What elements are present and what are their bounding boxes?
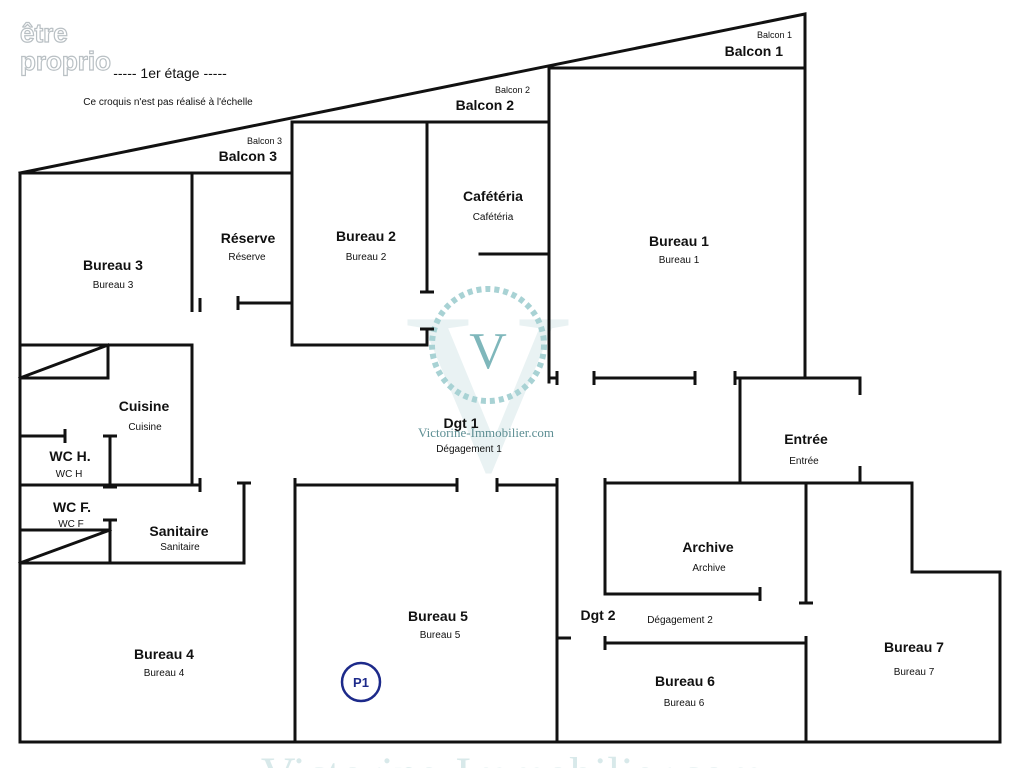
watermark-text: Victorine-Immobilier.com [418,425,554,440]
room-sanitaire-sub: Sanitaire [160,542,200,553]
watermark-background-letter: V [405,265,571,520]
watermark-bottom-text: Victorine-Immobilier.com [261,748,763,768]
watermark: V V Victorine-Immobilier.com Victorine-I… [261,265,763,768]
watermark-letter: V [469,323,507,380]
brand-line-1: être [20,18,68,48]
room-bureau-1: Bureau 1 [649,233,709,249]
balcon-2-label: Balcon 2 [456,97,515,113]
room-dgt-2-sub: Dégagement 2 [647,615,713,626]
watermark-wreath-icon [429,286,547,404]
balcon-3-label: Balcon 3 [219,148,278,164]
balcon-2-small: Balcon 2 [495,85,530,95]
room-wc-f: WC F. [53,499,91,515]
room-bureau-2-sub: Bureau 2 [346,252,387,263]
walls [18,12,1002,744]
p1-label: P1 [353,675,369,690]
room-cafeteria: Cafétéria [463,188,523,204]
room-cuisine: Cuisine [119,398,170,414]
room-bureau-6: Bureau 6 [655,673,715,689]
door-markers [63,290,862,650]
brand-line-2: proprio [20,46,111,76]
room-reserve: Réserve [221,230,276,246]
room-bureau-4: Bureau 4 [134,646,194,662]
scale-note: Ce croquis n'est pas réalisé à l'échelle [83,97,253,108]
balcony-labels: Balcon 1 Balcon 1 Balcon 2 Balcon 2 Balc… [219,30,792,164]
room-archive: Archive [682,539,734,555]
room-bureau-6-sub: Bureau 6 [664,698,705,709]
room-bureau-4-sub: Bureau 4 [144,668,185,679]
p1-marker[interactable]: P1 [340,661,382,703]
room-dgt-2: Dgt 2 [581,607,616,623]
room-bureau-1-sub: Bureau 1 [659,255,700,266]
room-entree: Entrée [784,431,828,447]
room-dgt-1: Dgt 1 [444,415,479,431]
brand-logo: être proprio [19,17,111,76]
room-entree-sub: Entrée [789,456,819,467]
room-cuisine-sub: Cuisine [128,422,162,433]
room-bureau-5-sub: Bureau 5 [420,630,461,641]
room-wc-f-sub: WC F [58,519,84,530]
room-archive-sub: Archive [692,563,726,574]
room-reserve-sub: Réserve [228,252,266,263]
room-cafeteria-sub: Cafétéria [473,212,514,223]
room-bureau-7-sub: Bureau 7 [894,667,935,678]
room-bureau-5: Bureau 5 [408,608,468,624]
balcon-1-label: Balcon 1 [725,43,784,59]
room-bureau-3: Bureau 3 [83,257,143,273]
room-labels: Bureau 3 Bureau 3 Réserve Réserve Bureau… [49,188,944,709]
p1-circle-icon [340,661,382,703]
room-sanitaire: Sanitaire [149,523,208,539]
balcon-3-small: Balcon 3 [247,136,282,146]
room-bureau-2: Bureau 2 [336,228,396,244]
room-wc-h-sub: WC H [56,469,83,480]
room-bureau-3-sub: Bureau 3 [93,280,134,291]
floor-title: ----- 1er étage ----- [113,65,227,81]
balcon-1-small: Balcon 1 [757,30,792,40]
room-dgt-1-sub: Dégagement 1 [436,444,502,455]
room-wc-h: WC H. [49,448,90,464]
room-bureau-7: Bureau 7 [884,639,944,655]
